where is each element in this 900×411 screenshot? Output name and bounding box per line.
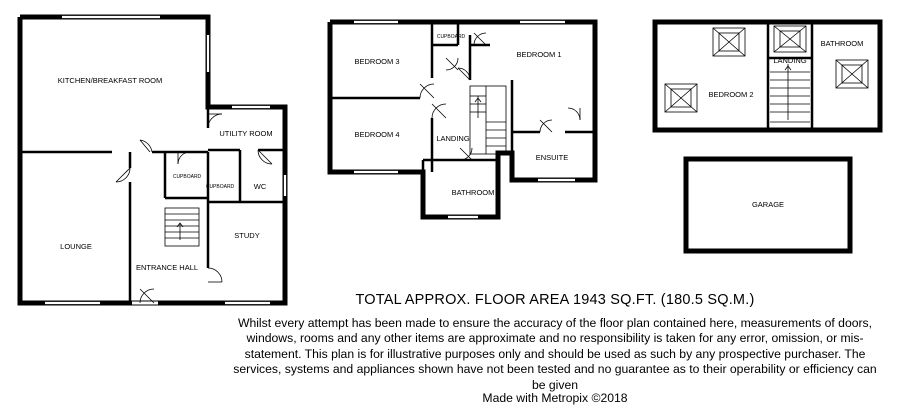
label-cupboard-2: CUPBOARD <box>206 184 235 190</box>
garage-plan <box>683 156 853 254</box>
label-bedroom-3: BEDROOM 3 <box>354 57 399 66</box>
label-sf-landing: LANDING <box>773 56 807 65</box>
first-floor-plan <box>327 19 598 220</box>
credit-text: Made with Metropix ©2018 <box>482 391 628 405</box>
ground-floor-plan <box>17 14 288 306</box>
label-ff-cupboard: CUPBOARD <box>437 34 466 40</box>
label-utility: UTILITY ROOM <box>219 129 272 138</box>
total-floor-area: TOTAL APPROX. FLOOR AREA 1943 SQ.FT. (18… <box>355 292 755 308</box>
label-entrance-hall: ENTRANCE HALL <box>136 263 198 272</box>
label-ff-landing: LANDING <box>436 134 470 143</box>
label-garage: GARAGE <box>752 200 784 209</box>
label-ensuite: ENSUITE <box>536 153 569 162</box>
label-sf-bathroom: BATHROOM <box>821 39 864 48</box>
label-bedroom-1: BEDROOM 1 <box>516 50 561 59</box>
label-kitchen: KITCHEN/BREAKFAST ROOM <box>58 76 162 85</box>
label-wc: WC <box>254 182 267 191</box>
disclaimer-text: Whilst every attempt has been made to en… <box>233 316 877 392</box>
second-floor-plan <box>652 19 883 133</box>
skylights <box>664 25 869 113</box>
label-bedroom-2: BEDROOM 2 <box>708 90 753 99</box>
label-ff-bathroom: BATHROOM <box>452 188 495 197</box>
room-labels: KITCHEN/BREAKFAST ROOM UTILITY ROOM CUPB… <box>58 34 864 272</box>
label-study: STUDY <box>234 231 259 240</box>
label-bedroom-4: BEDROOM 4 <box>354 130 399 139</box>
label-lounge: LOUNGE <box>60 242 92 251</box>
label-cupboard-1: CUPBOARD <box>173 174 202 180</box>
